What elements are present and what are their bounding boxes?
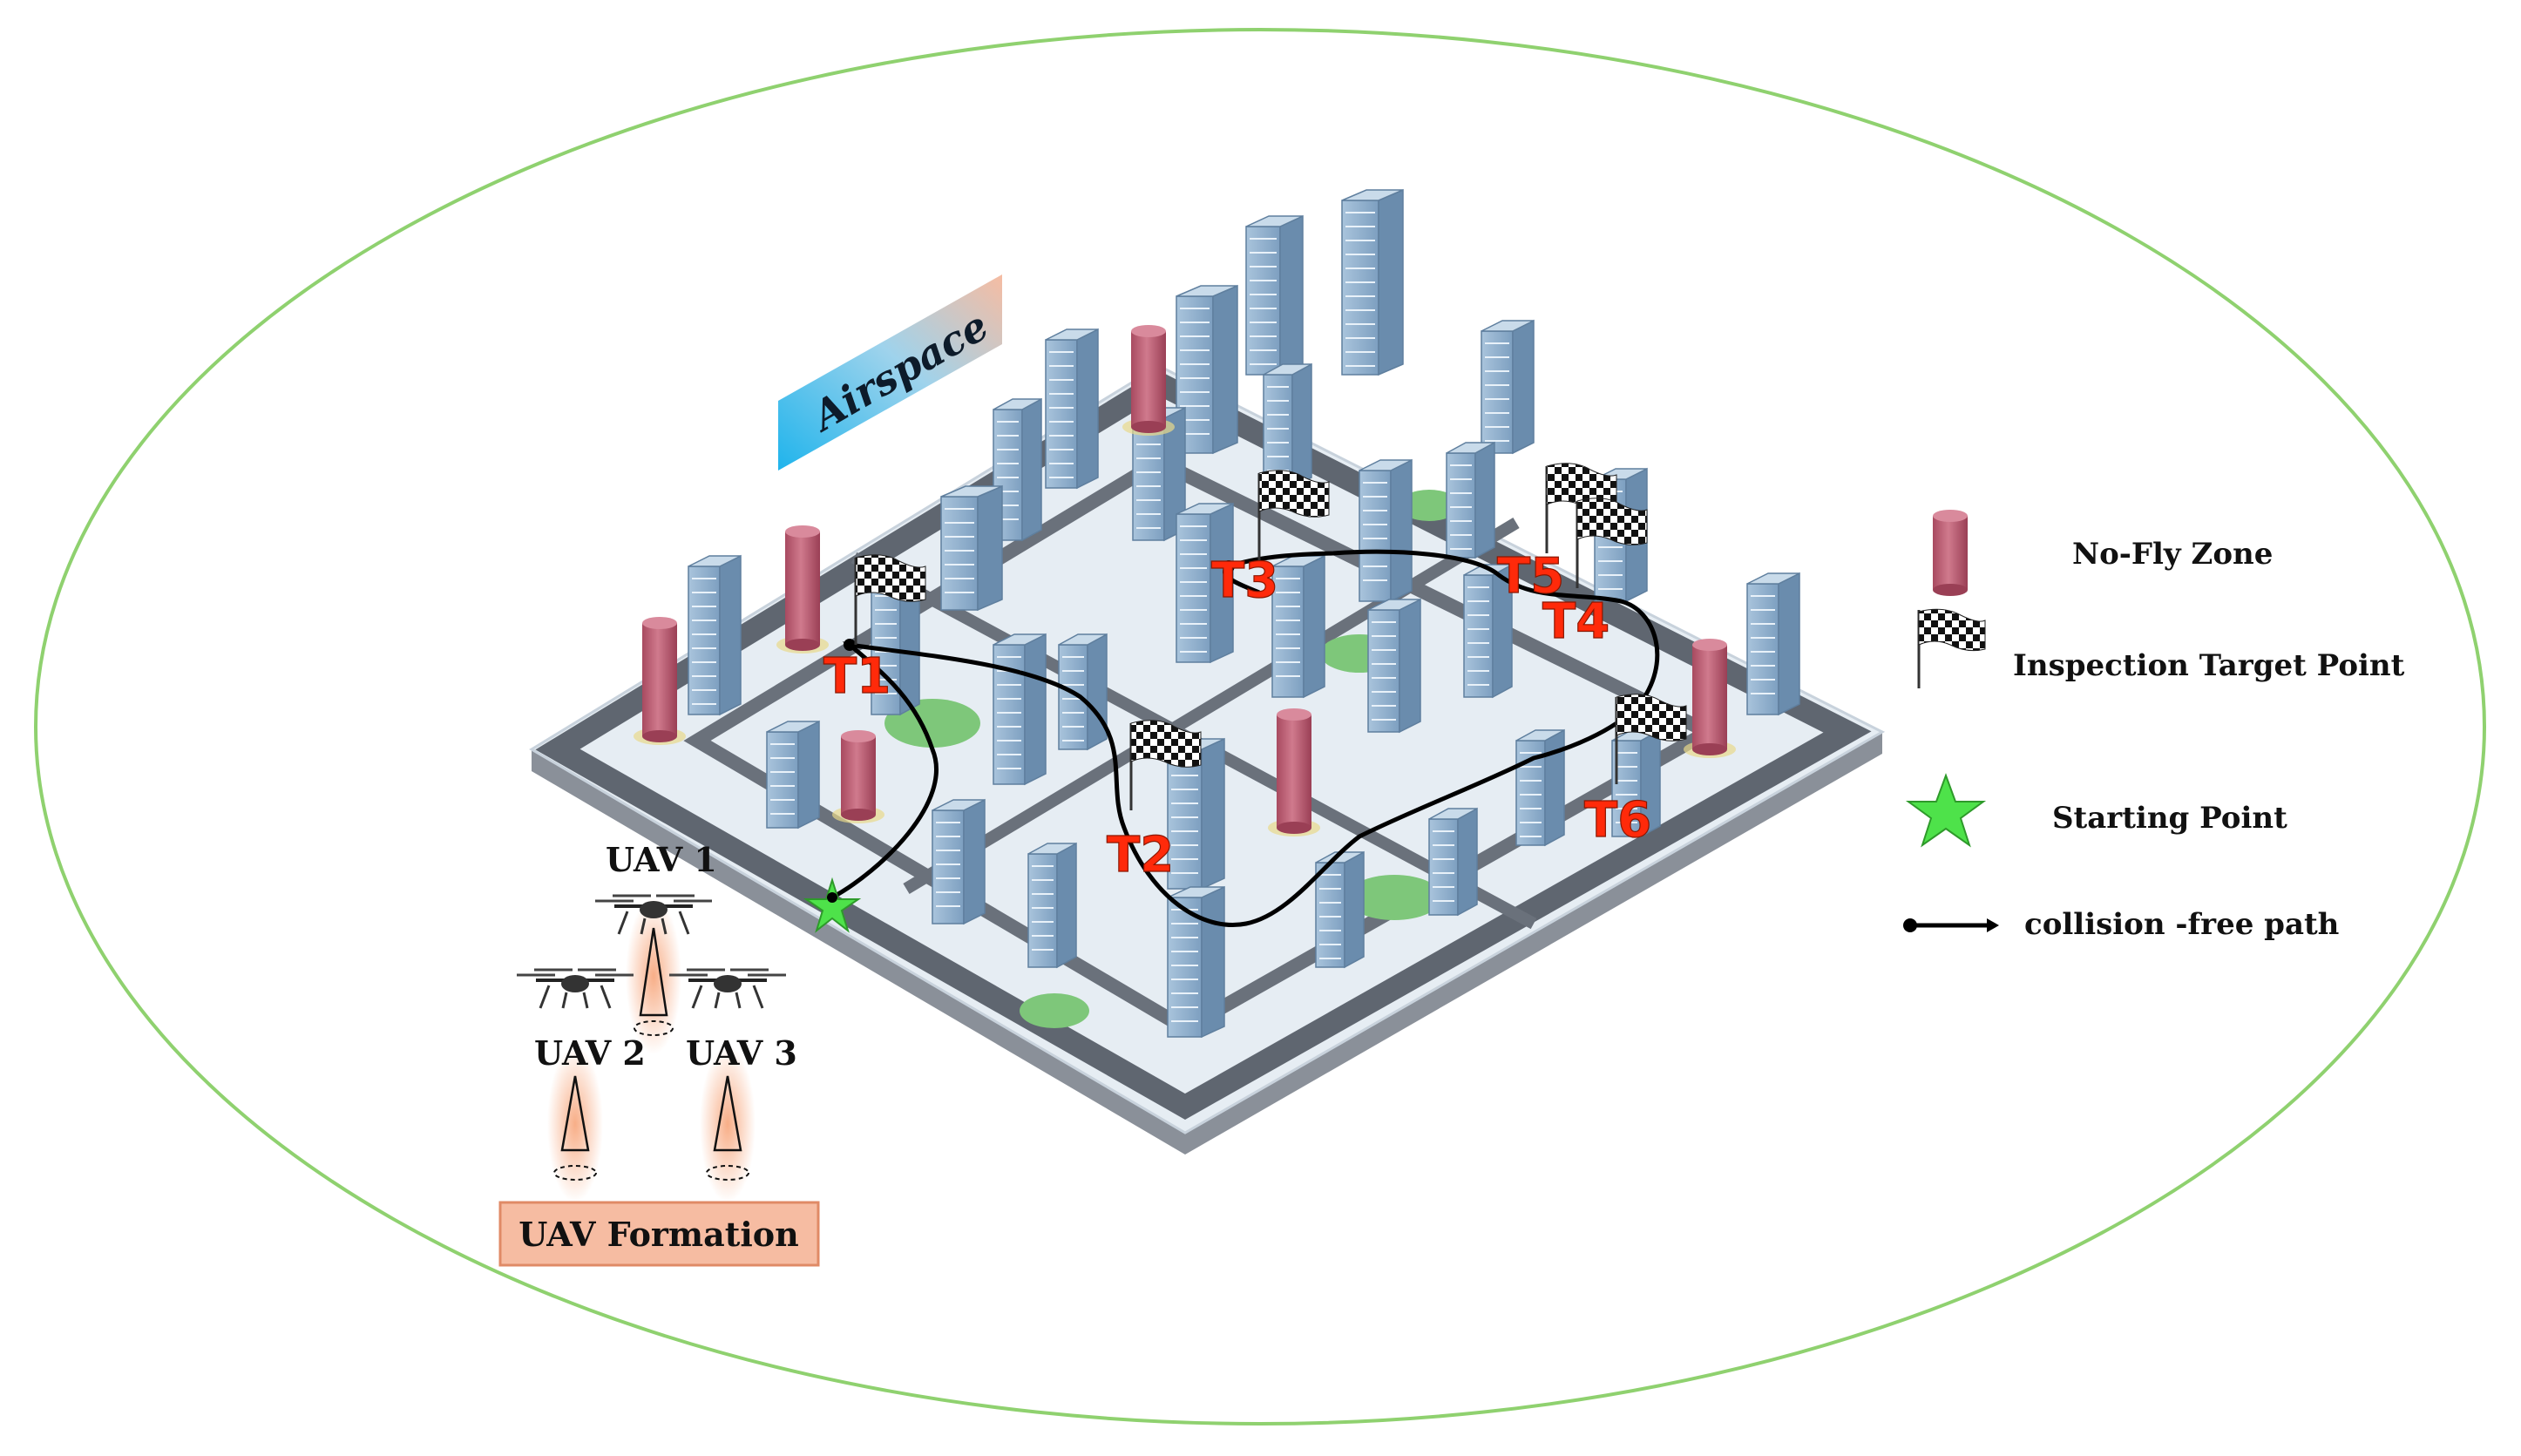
- building: [1515, 728, 1565, 847]
- target-label-t6: T6: [1584, 792, 1651, 849]
- building: [932, 798, 986, 925]
- building: [1446, 441, 1495, 559]
- building: [1367, 598, 1421, 734]
- building: [1167, 885, 1225, 1039]
- no-fly-zone-cylinder: [634, 617, 686, 745]
- uav-1-footprint-icon: [634, 1020, 674, 1036]
- inspection-flag-icon: [1917, 608, 1986, 688]
- buildings-group: [688, 188, 1800, 1039]
- building: [1746, 572, 1800, 716]
- legend-starting-point: Starting Point: [2052, 801, 2287, 836]
- uav-3-beam-icon: [713, 1075, 742, 1152]
- drone-icon: [595, 894, 712, 935]
- building: [993, 633, 1047, 786]
- target-label-t4: T4: [1542, 593, 1610, 650]
- target-label-t5: T5: [1497, 548, 1564, 605]
- inspection-flag-icon: [854, 554, 926, 645]
- drone-icon: [517, 968, 634, 1009]
- park: [1399, 490, 1460, 521]
- building: [940, 484, 1003, 612]
- airspace-banner: Airspace: [778, 274, 1002, 471]
- uav-1-label: UAV 1: [606, 840, 717, 879]
- beam-glow: [700, 1046, 756, 1202]
- target-label-t1: T1: [823, 648, 891, 705]
- building: [1263, 362, 1312, 490]
- cross-road-2: [903, 517, 1520, 895]
- legend-star-icon: [1905, 773, 1987, 848]
- park: [1020, 993, 1089, 1028]
- uav-formation-label: UAV Formation: [518, 1215, 798, 1254]
- building: [766, 720, 820, 830]
- inspection-flag-icon: [1615, 694, 1687, 784]
- building: [1176, 502, 1234, 664]
- uav-1-beam-icon: [639, 927, 668, 1017]
- building: [1359, 458, 1413, 603]
- building: [1132, 406, 1186, 542]
- uav-3-label: UAV 3: [686, 1033, 797, 1073]
- no-fly-zone-icon: [1933, 510, 1968, 596]
- no-fly-zone-cylinder: [832, 730, 884, 823]
- no-fly-zone-cylinder: [1684, 639, 1736, 758]
- building: [1027, 842, 1077, 969]
- legend-no-fly-zone: No-Fly Zone: [2072, 537, 2273, 572]
- inspection-flag-icon: [1576, 498, 1648, 588]
- target-label-t2: T2: [1107, 827, 1174, 884]
- uav-3-footprint-icon: [706, 1165, 749, 1181]
- drone-icon: [669, 968, 786, 1009]
- uav-formation: UAV 1 UAV 2 UAV 3 UAV Formation: [498, 840, 820, 1267]
- uav-2-label: UAV 2: [534, 1033, 646, 1073]
- uav-2-beam-icon: [560, 1075, 590, 1152]
- building: [1245, 214, 1304, 376]
- park: [1346, 875, 1442, 920]
- path-node: [1223, 560, 1235, 572]
- building: [1271, 554, 1325, 699]
- building: [1428, 807, 1478, 917]
- legend-inspection-target: Inspection Target Point: [2013, 648, 2405, 683]
- legend: No-Fly Zone Inspection Target Point Star…: [1903, 510, 2405, 942]
- building: [1045, 328, 1099, 490]
- building: [1481, 319, 1535, 455]
- no-fly-zones-group: [634, 325, 1736, 836]
- target-label-t3: T3: [1211, 552, 1278, 609]
- building: [1058, 633, 1108, 751]
- starting-point-star-icon: [803, 877, 862, 933]
- path-node: [844, 639, 856, 651]
- legend-collision-free-path: collision -free path: [2024, 907, 2339, 942]
- inspection-flags-group: [854, 463, 1687, 810]
- airspace-boundary-ellipse: [34, 28, 2486, 1426]
- no-fly-zone-cylinder: [1122, 325, 1175, 436]
- park: [884, 699, 980, 748]
- path-legend-icon: [1903, 918, 1999, 932]
- inspection-flag-icon: [1257, 470, 1330, 560]
- building: [688, 554, 742, 716]
- no-fly-zone-cylinder: [776, 525, 829, 654]
- building: [1341, 188, 1404, 376]
- start-node: [827, 892, 837, 903]
- uav-formation-box: [498, 1201, 820, 1267]
- inspection-flag-icon: [1129, 720, 1202, 810]
- beam-glow: [547, 1046, 603, 1202]
- no-fly-zone-cylinder: [1268, 708, 1320, 836]
- building: [1315, 850, 1365, 969]
- uav-2-footprint-icon: [553, 1165, 597, 1181]
